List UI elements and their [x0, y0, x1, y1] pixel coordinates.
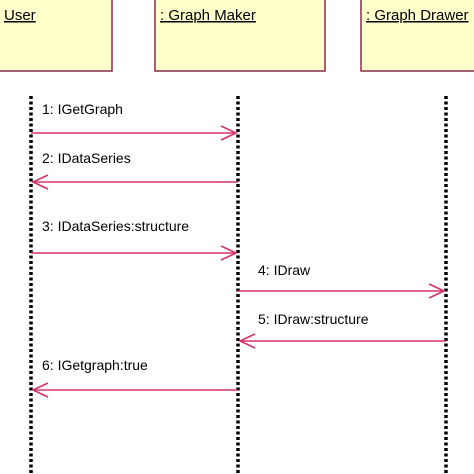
lifeline-label-graph-drawer: : Graph Drawer [366, 7, 469, 24]
lifeline-box-graph-maker [154, 0, 326, 72]
arrowhead-5 [238, 333, 256, 349]
message-4: 4: IDraw [238, 262, 446, 299]
arrowhead-4 [428, 283, 446, 299]
message-5: 5: IDraw:structure [238, 311, 446, 349]
lifeline-label-graph-maker: : Graph Maker [160, 7, 256, 24]
arrowhead-2 [31, 174, 49, 190]
message-1: 1: IGetGraph [31, 101, 238, 141]
message-label-3: 3: IDataSeries:structure [42, 218, 189, 234]
message-label-1: 1: IGetGraph [42, 101, 123, 117]
arrowhead-1 [220, 125, 238, 141]
message-label-4: 4: IDraw [258, 262, 311, 278]
lifeline-label-user: User [4, 7, 36, 24]
message-label-2: 2: IDataSeries [42, 150, 131, 166]
lifeline-graph-drawer: : Graph Drawer [360, 0, 474, 474]
arrowhead-6 [31, 382, 49, 398]
message-label-5: 5: IDraw:structure [258, 311, 369, 327]
message-label-6: 6: IGetgraph:true [42, 357, 148, 373]
lifeline-box-graph-drawer [360, 0, 474, 72]
lifeline-user: User [0, 0, 113, 474]
arrowhead-3 [220, 245, 238, 261]
message-6: 6: IGetgraph:true [31, 357, 238, 398]
message-3: 3: IDataSeries:structure [31, 218, 238, 261]
message-2: 2: IDataSeries [31, 150, 238, 190]
lifeline-box-user [0, 0, 113, 72]
lifeline-graph-maker: : Graph Maker [154, 0, 326, 474]
